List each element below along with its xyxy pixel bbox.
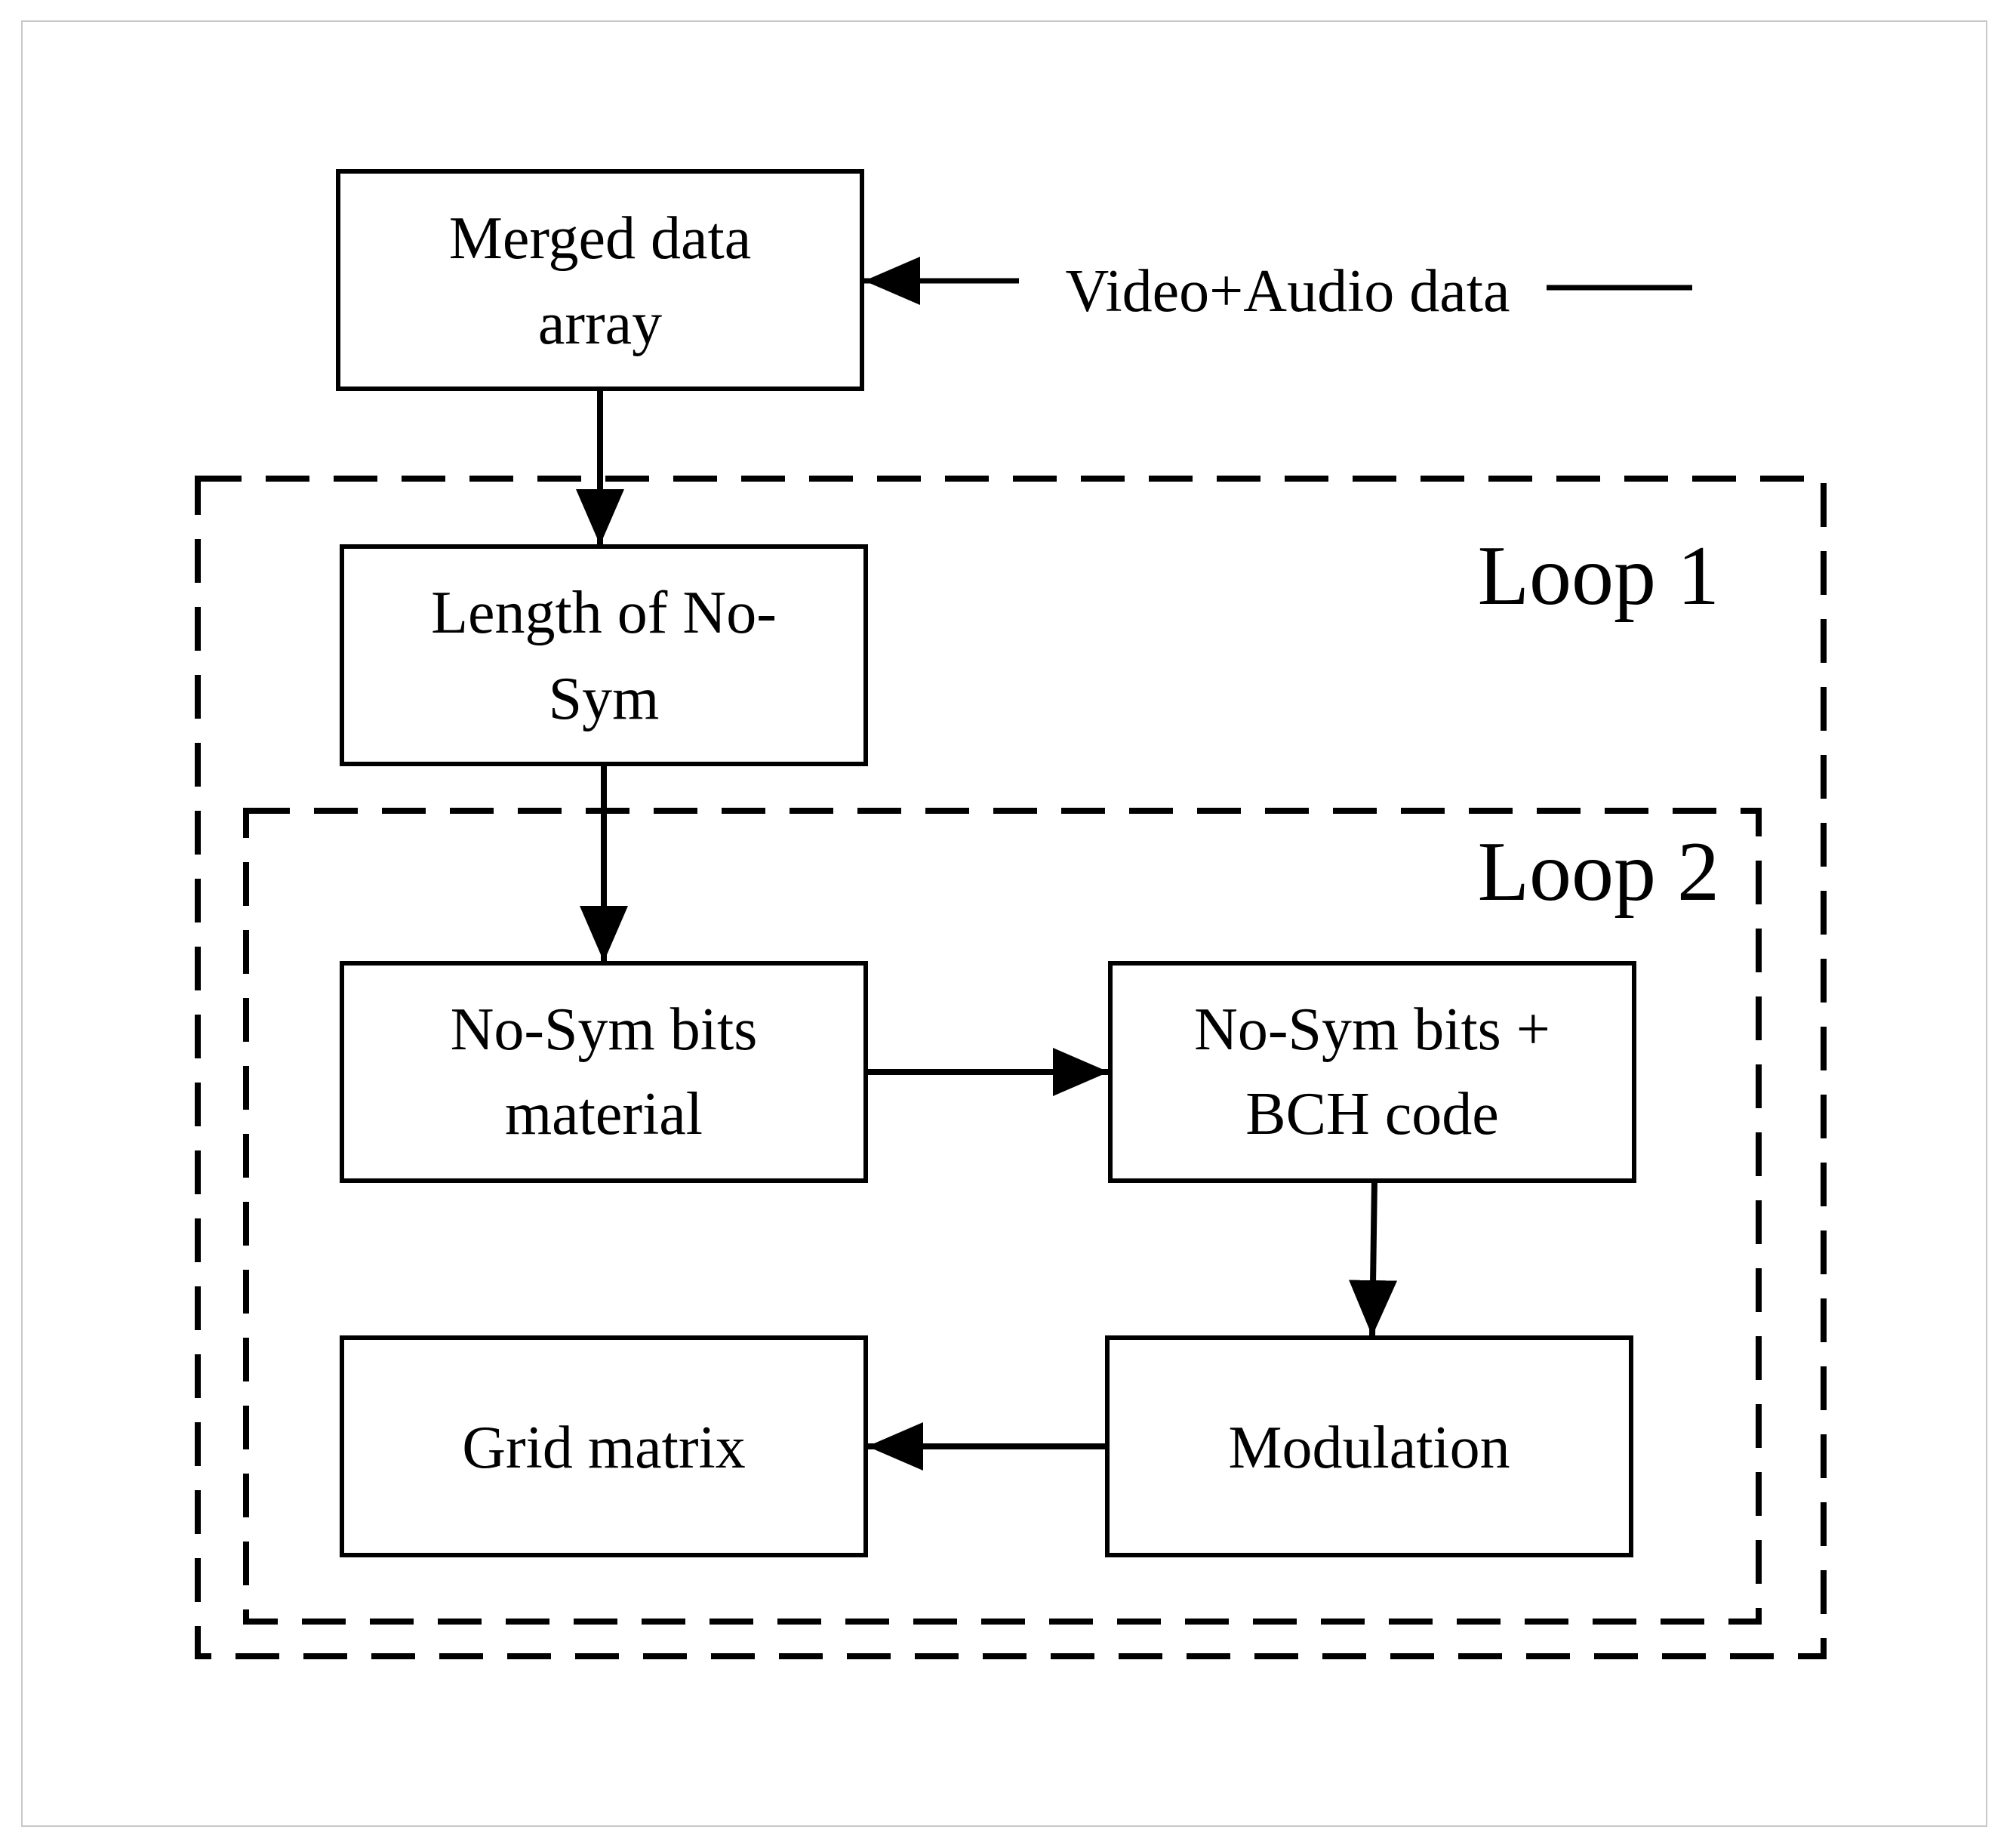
no-sym-bits-material-label-line2: material xyxy=(505,1081,703,1147)
loop-1-container xyxy=(195,476,1827,1659)
merged-data-array-box xyxy=(336,169,864,391)
grid-matrix-box xyxy=(340,1335,868,1557)
input-label: Video+Audio data xyxy=(1065,258,1510,325)
merged-data-array-node: Merged data array xyxy=(336,169,864,391)
no-sym-bits-bch-box xyxy=(1108,961,1636,1183)
no-sym-bits-bch-label-line2: BCH code xyxy=(1245,1081,1499,1147)
figure-frame xyxy=(21,20,1987,1827)
modulation-node: Modulation xyxy=(1105,1335,1633,1557)
arrow-bch-to-modulation xyxy=(1349,1180,1398,1337)
grid-matrix-node: Grid matrix xyxy=(340,1335,868,1557)
loop-2-container xyxy=(243,808,1762,1625)
loop-2-label: Loop 2 xyxy=(1478,825,1719,919)
modulation-box xyxy=(1105,1335,1633,1557)
no-sym-bits-material-label-line1: No-Sym bits xyxy=(451,996,758,1063)
grid-matrix-label: Grid matrix xyxy=(462,1415,745,1481)
no-sym-bits-bch-node: No-Sym bits + BCH code xyxy=(1108,961,1636,1183)
length-of-no-sym-label-line2: Sym xyxy=(549,666,660,732)
no-sym-bits-bch-label-line1: No-Sym bits + xyxy=(1194,996,1550,1063)
length-of-no-sym-label-line1: Length of No- xyxy=(431,580,777,646)
length-of-no-sym-node: Length of No- Sym xyxy=(340,544,868,766)
merged-data-array-label-line1: Merged data xyxy=(449,205,752,272)
merged-data-array-label-line2: array xyxy=(538,291,662,357)
loop-1-label: Loop 1 xyxy=(1478,529,1719,623)
modulation-label: Modulation xyxy=(1228,1415,1510,1481)
no-sym-bits-material-node: No-Sym bits material xyxy=(340,961,868,1183)
